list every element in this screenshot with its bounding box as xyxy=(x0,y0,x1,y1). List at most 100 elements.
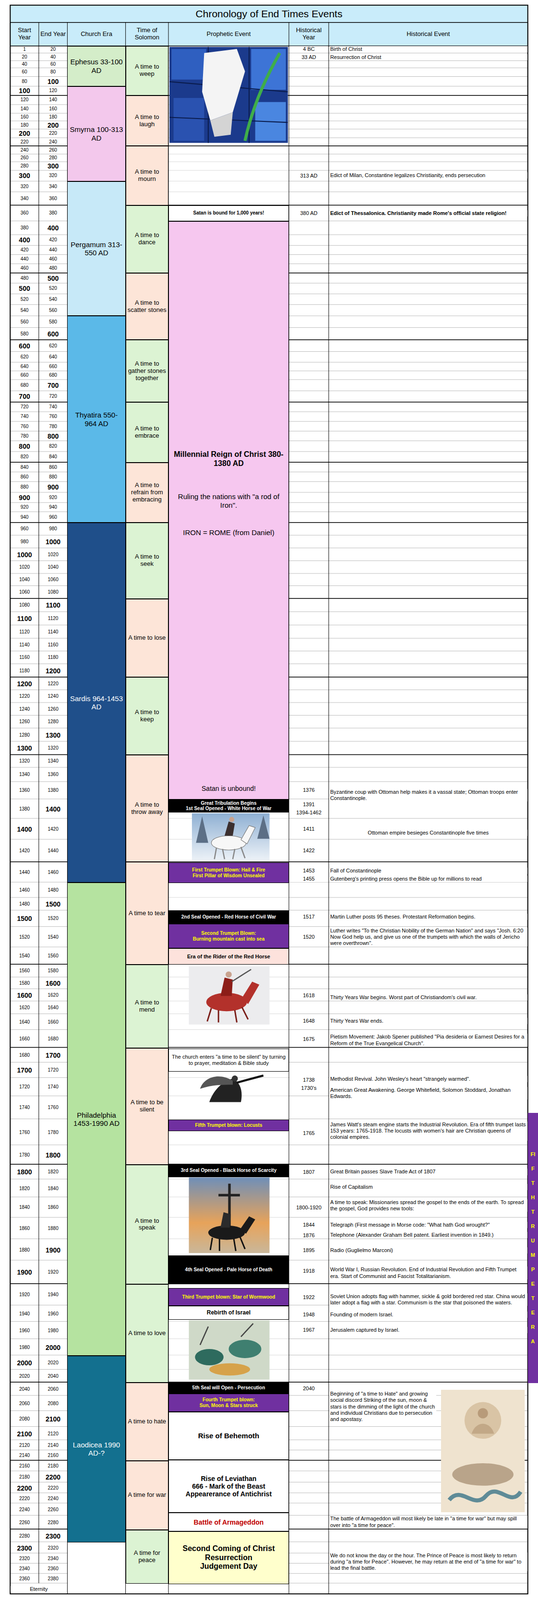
year-cell: 500 xyxy=(39,274,68,282)
year-cell: 1560 xyxy=(39,953,68,959)
year-cell: 420 xyxy=(10,247,39,253)
year-cell: 560 xyxy=(39,308,68,313)
grid-line xyxy=(288,361,528,363)
year-cell: 460 xyxy=(39,256,68,262)
grid-line xyxy=(288,1178,528,1180)
year-cell: 1280 xyxy=(10,732,39,738)
behemoth-leviathan-picture xyxy=(441,1389,525,1513)
time-name: A time to scatter stones xyxy=(127,299,167,314)
grid-line xyxy=(288,988,528,990)
year-cell: 140 xyxy=(39,97,68,103)
year-cell: 640 xyxy=(10,364,39,370)
year-cell: 1360 xyxy=(39,772,68,778)
year-cell: 1880 xyxy=(10,1247,39,1253)
seal-bar: 2nd Seal Opened - Red Horse of Civil War xyxy=(168,910,289,924)
year-cell: 1740 xyxy=(39,1084,68,1090)
year-cell: 1940 xyxy=(39,1292,68,1298)
year-cell: 940 xyxy=(10,514,39,520)
grid-line xyxy=(288,1582,528,1584)
grid-line xyxy=(288,650,528,652)
horse-legs xyxy=(207,1007,249,1023)
year-cell: 1080 xyxy=(10,602,39,608)
historical-year: 2040 xyxy=(289,1385,329,1392)
millennium-panel: Millennial Reign of Christ 380-1380 ADRu… xyxy=(168,221,289,800)
year-cell: 100 xyxy=(10,87,39,95)
year-cell: 1840 xyxy=(10,1205,39,1210)
historical-year: 1918 xyxy=(289,1267,329,1275)
era-cell: Era of the Rider of the Red Horse xyxy=(168,948,289,965)
year-cell: 180 xyxy=(39,114,68,120)
historical-event: Edict of Milan, Constantine legalizes Ch… xyxy=(329,172,528,179)
year-cell: 180 xyxy=(10,122,39,128)
year-cell: 1560 xyxy=(10,968,39,974)
year-cell: 1600 xyxy=(10,992,39,999)
event-text: Second Coming of Christ xyxy=(182,1544,275,1554)
time-name: A time to dance xyxy=(127,231,167,247)
horse-legs xyxy=(210,1236,245,1252)
grid-line xyxy=(288,481,528,482)
year-cell: 580 xyxy=(39,319,68,325)
historical-year: 1675 xyxy=(289,1036,329,1043)
historical-event: A time to speak: Missionaries spread the… xyxy=(329,1199,528,1212)
event-cell: Rebirth of Israel xyxy=(168,1305,289,1321)
year-cell: 280 xyxy=(10,163,39,169)
year-cell: 1760 xyxy=(10,1130,39,1136)
year-cell: 1960 xyxy=(39,1311,68,1317)
trumpet-bar: Third Trumpet blown: Star of Wormwood xyxy=(168,1288,289,1306)
year-cell: 1620 xyxy=(39,992,68,998)
grid-line xyxy=(288,535,528,536)
horse-head xyxy=(240,825,256,844)
year-cell: 760 xyxy=(10,424,39,430)
year-cell: 660 xyxy=(39,364,68,370)
rider-head xyxy=(225,971,232,978)
year-cell: 2100 xyxy=(10,1430,39,1438)
event-text: Rise of Behemoth xyxy=(198,1431,260,1440)
year-cell: 900 xyxy=(10,494,39,502)
solomon-time-box: A time to keep xyxy=(125,677,169,755)
year-cell: 1480 xyxy=(10,901,39,907)
stained-glass-picture xyxy=(169,47,288,144)
grid-line xyxy=(288,1062,528,1063)
historical-event: Soviet Union adopts flag with hammer, si… xyxy=(329,1293,528,1306)
year-cell: 1240 xyxy=(39,693,68,699)
year-cell: 1700 xyxy=(39,1052,68,1059)
sword xyxy=(231,969,252,982)
historical-year: 1453 xyxy=(289,867,329,874)
year-cell: 720 xyxy=(10,404,39,410)
battle-picture xyxy=(189,1320,270,1380)
year-cell: 980 xyxy=(39,526,68,532)
year-cell: 1980 xyxy=(10,1345,39,1351)
year-cell: 1060 xyxy=(10,589,39,595)
year-cell: 380 xyxy=(10,225,39,231)
year-cell: 1120 xyxy=(39,616,68,622)
year-cell: 2000 xyxy=(39,1344,68,1351)
year-cell: 200 xyxy=(10,130,39,137)
glass-pane xyxy=(171,48,206,80)
trumpet-bar: First Trumpet Blown: Hail & FireFirst Pi… xyxy=(168,862,289,884)
year-cell: 160 xyxy=(10,114,39,120)
grid-line xyxy=(168,161,289,163)
year-cell: 1020 xyxy=(39,552,68,558)
grid-line xyxy=(288,1144,528,1146)
year-cell: 1640 xyxy=(39,1005,68,1011)
time-name: A time to laugh xyxy=(127,113,167,129)
year-cell: 2140 xyxy=(10,1453,39,1459)
historical-year: 1391 xyxy=(289,801,329,808)
year-cell: 1260 xyxy=(10,719,39,725)
year-cell: 820 xyxy=(10,454,39,460)
grid-line xyxy=(288,1338,528,1340)
historical-year: 1730's xyxy=(289,1085,329,1092)
solomon-time-box: A time to lose xyxy=(125,598,169,678)
side-bar-text: FIFTH TRUMPET ERA xyxy=(530,1147,536,1349)
year-cell: 940 xyxy=(39,504,68,510)
year-cell: 2320 xyxy=(10,1556,39,1562)
grid-line xyxy=(288,1354,528,1356)
year-cell: 1020 xyxy=(10,564,39,570)
year-cell: 20 xyxy=(39,47,68,52)
year-cell: 340 xyxy=(10,196,39,202)
year-cell: 2220 xyxy=(10,1496,39,1502)
grid-line xyxy=(168,191,289,192)
year-cell: 1380 xyxy=(10,806,39,812)
year-cell: 1340 xyxy=(10,772,39,778)
grid-line xyxy=(288,741,528,742)
